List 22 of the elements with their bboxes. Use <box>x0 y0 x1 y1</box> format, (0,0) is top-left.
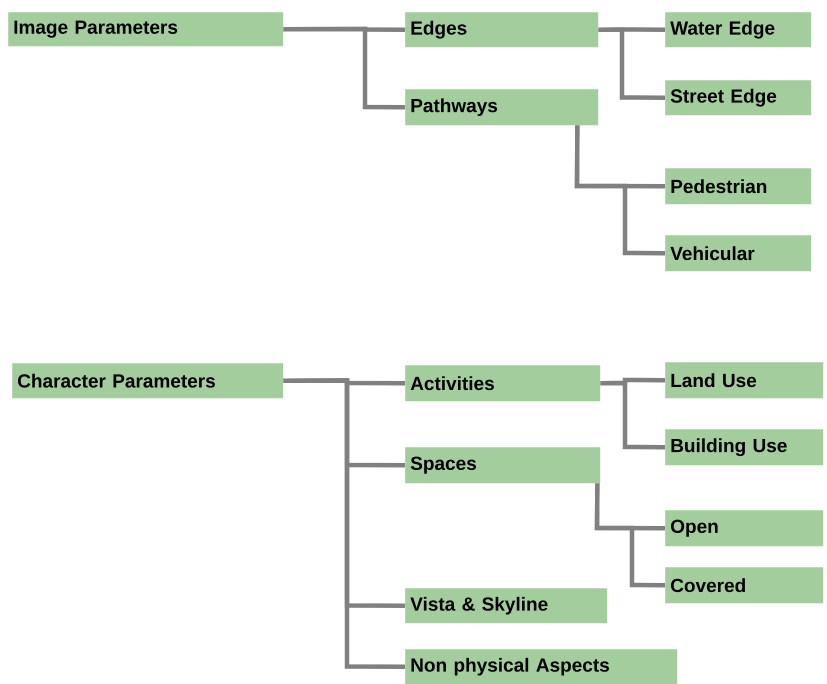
connector-line <box>283 378 406 669</box>
parameter-box: Pedestrian <box>665 168 812 204</box>
parameter-box: Building Use <box>665 429 824 466</box>
connector-line <box>594 483 666 588</box>
connector-line <box>600 380 666 450</box>
parameter-box: Activities <box>405 365 600 402</box>
parameter-box: Water Edge <box>665 12 812 48</box>
parameter-box: Street Edge <box>665 80 812 116</box>
parameter-box: Covered <box>665 567 824 604</box>
parameter-box: Land Use <box>665 362 824 398</box>
connector-line <box>574 125 666 256</box>
parameter-box: Non physical Aspects <box>405 649 678 684</box>
connector-line <box>283 26 406 110</box>
parameter-box: Vista & Skyline <box>405 588 608 624</box>
parameter-box: Open <box>665 510 824 546</box>
parameter-box: Edges <box>405 12 598 48</box>
parameter-box: Pathways <box>405 89 598 126</box>
connector-line <box>598 27 666 100</box>
parameter-box: Spaces <box>405 447 600 484</box>
parameter-box: Image Parameters <box>8 12 284 46</box>
parameter-box: Vehicular <box>665 235 812 272</box>
parameter-box: Character Parameters <box>12 363 284 398</box>
